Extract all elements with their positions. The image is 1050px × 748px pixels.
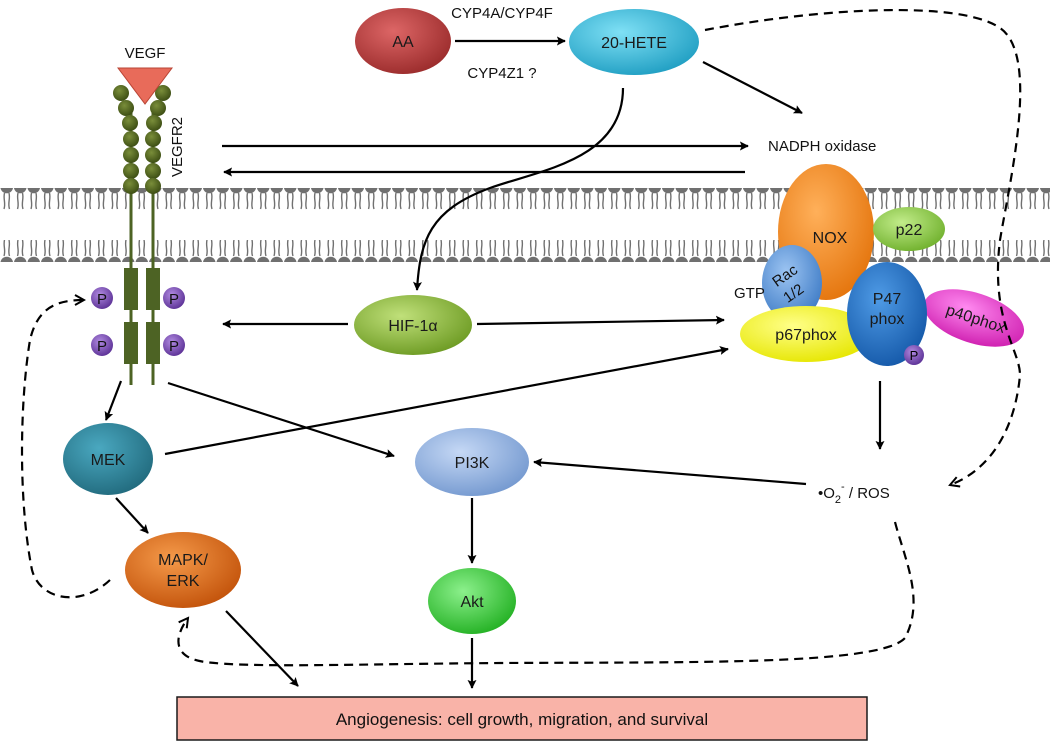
cell-membrane: [0, 188, 1050, 262]
dashed-arrow-ros-to-mapk: [177, 521, 915, 667]
hete-node: 20-HETE: [569, 9, 699, 75]
phospho-site: P: [91, 334, 113, 356]
p47-phospho-site: P: [904, 345, 924, 365]
receptor-phospho-sites: P P P P: [91, 287, 185, 356]
arrow-mapk-to-angiogenesis: [225, 610, 299, 687]
receptor-ig-domains: [113, 85, 171, 194]
arrow-mek-to-nox: [164, 346, 729, 456]
mapk-label-line1: MAPK/: [158, 552, 208, 569]
mapk-label-line2: ERK: [167, 573, 200, 590]
p40phox-subunit: [923, 289, 1025, 347]
vegfr2-receptor: [113, 85, 171, 385]
arrow-receptor-to-pi3k: [167, 381, 395, 458]
phospho-site: P: [163, 334, 185, 356]
arrow-receptor-to-mek: [104, 380, 123, 421]
pi3k-label: PI3K: [455, 455, 490, 472]
hete-label: 20-HETE: [601, 35, 667, 52]
pi3k-node: PI3K: [415, 428, 529, 496]
phospho-site: P: [91, 287, 113, 309]
vegf-label: VEGF: [125, 45, 166, 62]
p47-label-line1: P47: [873, 291, 902, 308]
svg-text:P: P: [169, 291, 179, 308]
vegf-ligand: VEGF: [117, 45, 173, 105]
akt-label: Akt: [460, 594, 484, 611]
p22-label: p22: [896, 222, 923, 239]
aa-node: AA: [355, 8, 451, 74]
p22-subunit: [873, 207, 945, 251]
p47-label-line2: phox: [870, 311, 905, 328]
arrow-hete-to-nadph: [702, 61, 803, 114]
rac-subunit: [762, 245, 822, 321]
dashed-arrow-hete-to-ros: [704, 8, 1022, 485]
arrow-ros-to-pi3k: [533, 458, 807, 486]
nadph-oxidase-label: NADPH oxidase: [768, 138, 876, 155]
nadph-oxidase-complex: NOX p22 p40phox Rac 1/2 p67phox P47 phox…: [740, 164, 1025, 366]
angiogenesis-outcome-label: Angiogenesis: cell growth, migration, an…: [336, 710, 708, 729]
ros-label: •O2- / ROS: [818, 481, 890, 506]
solid-arrows: [104, 36, 885, 689]
gtp-label: GTP: [734, 285, 765, 302]
svg-text:P: P: [169, 338, 179, 355]
aa-label: AA: [392, 34, 414, 51]
hif-label: HIF-1α: [388, 318, 437, 335]
p47phox-subunit: [847, 262, 927, 366]
angiogenesis-outcome-box: Angiogenesis: cell growth, migration, an…: [176, 696, 868, 741]
nox-label: NOX: [813, 230, 848, 247]
vegfr2-label: VEGFR2: [169, 117, 186, 177]
svg-text:P: P: [910, 348, 919, 363]
mapk-erk-node: MAPK/ ERK: [125, 532, 241, 608]
arrow-hif-to-nox: [476, 315, 725, 326]
svg-text:P: P: [97, 338, 107, 355]
p67phox-subunit: [740, 306, 872, 362]
phospho-site: P: [163, 287, 185, 309]
cyp4z1-label: CYP4Z1 ?: [467, 65, 536, 82]
mek-label: MEK: [91, 452, 126, 469]
receptor-kinase-domains: [124, 268, 160, 364]
p67phox-label: p67phox: [775, 327, 836, 344]
cyp4a-cyp4f-label: CYP4A/CYP4F: [451, 5, 553, 22]
hif-node: HIF-1α: [354, 295, 472, 355]
akt-node: Akt: [428, 568, 516, 634]
arrow-hete-to-hif: [412, 87, 625, 291]
dashed-arrows: [20, 8, 1022, 667]
mek-node: MEK: [63, 423, 153, 495]
arrow-mek-to-mapk: [115, 497, 149, 534]
svg-text:P: P: [97, 291, 107, 308]
